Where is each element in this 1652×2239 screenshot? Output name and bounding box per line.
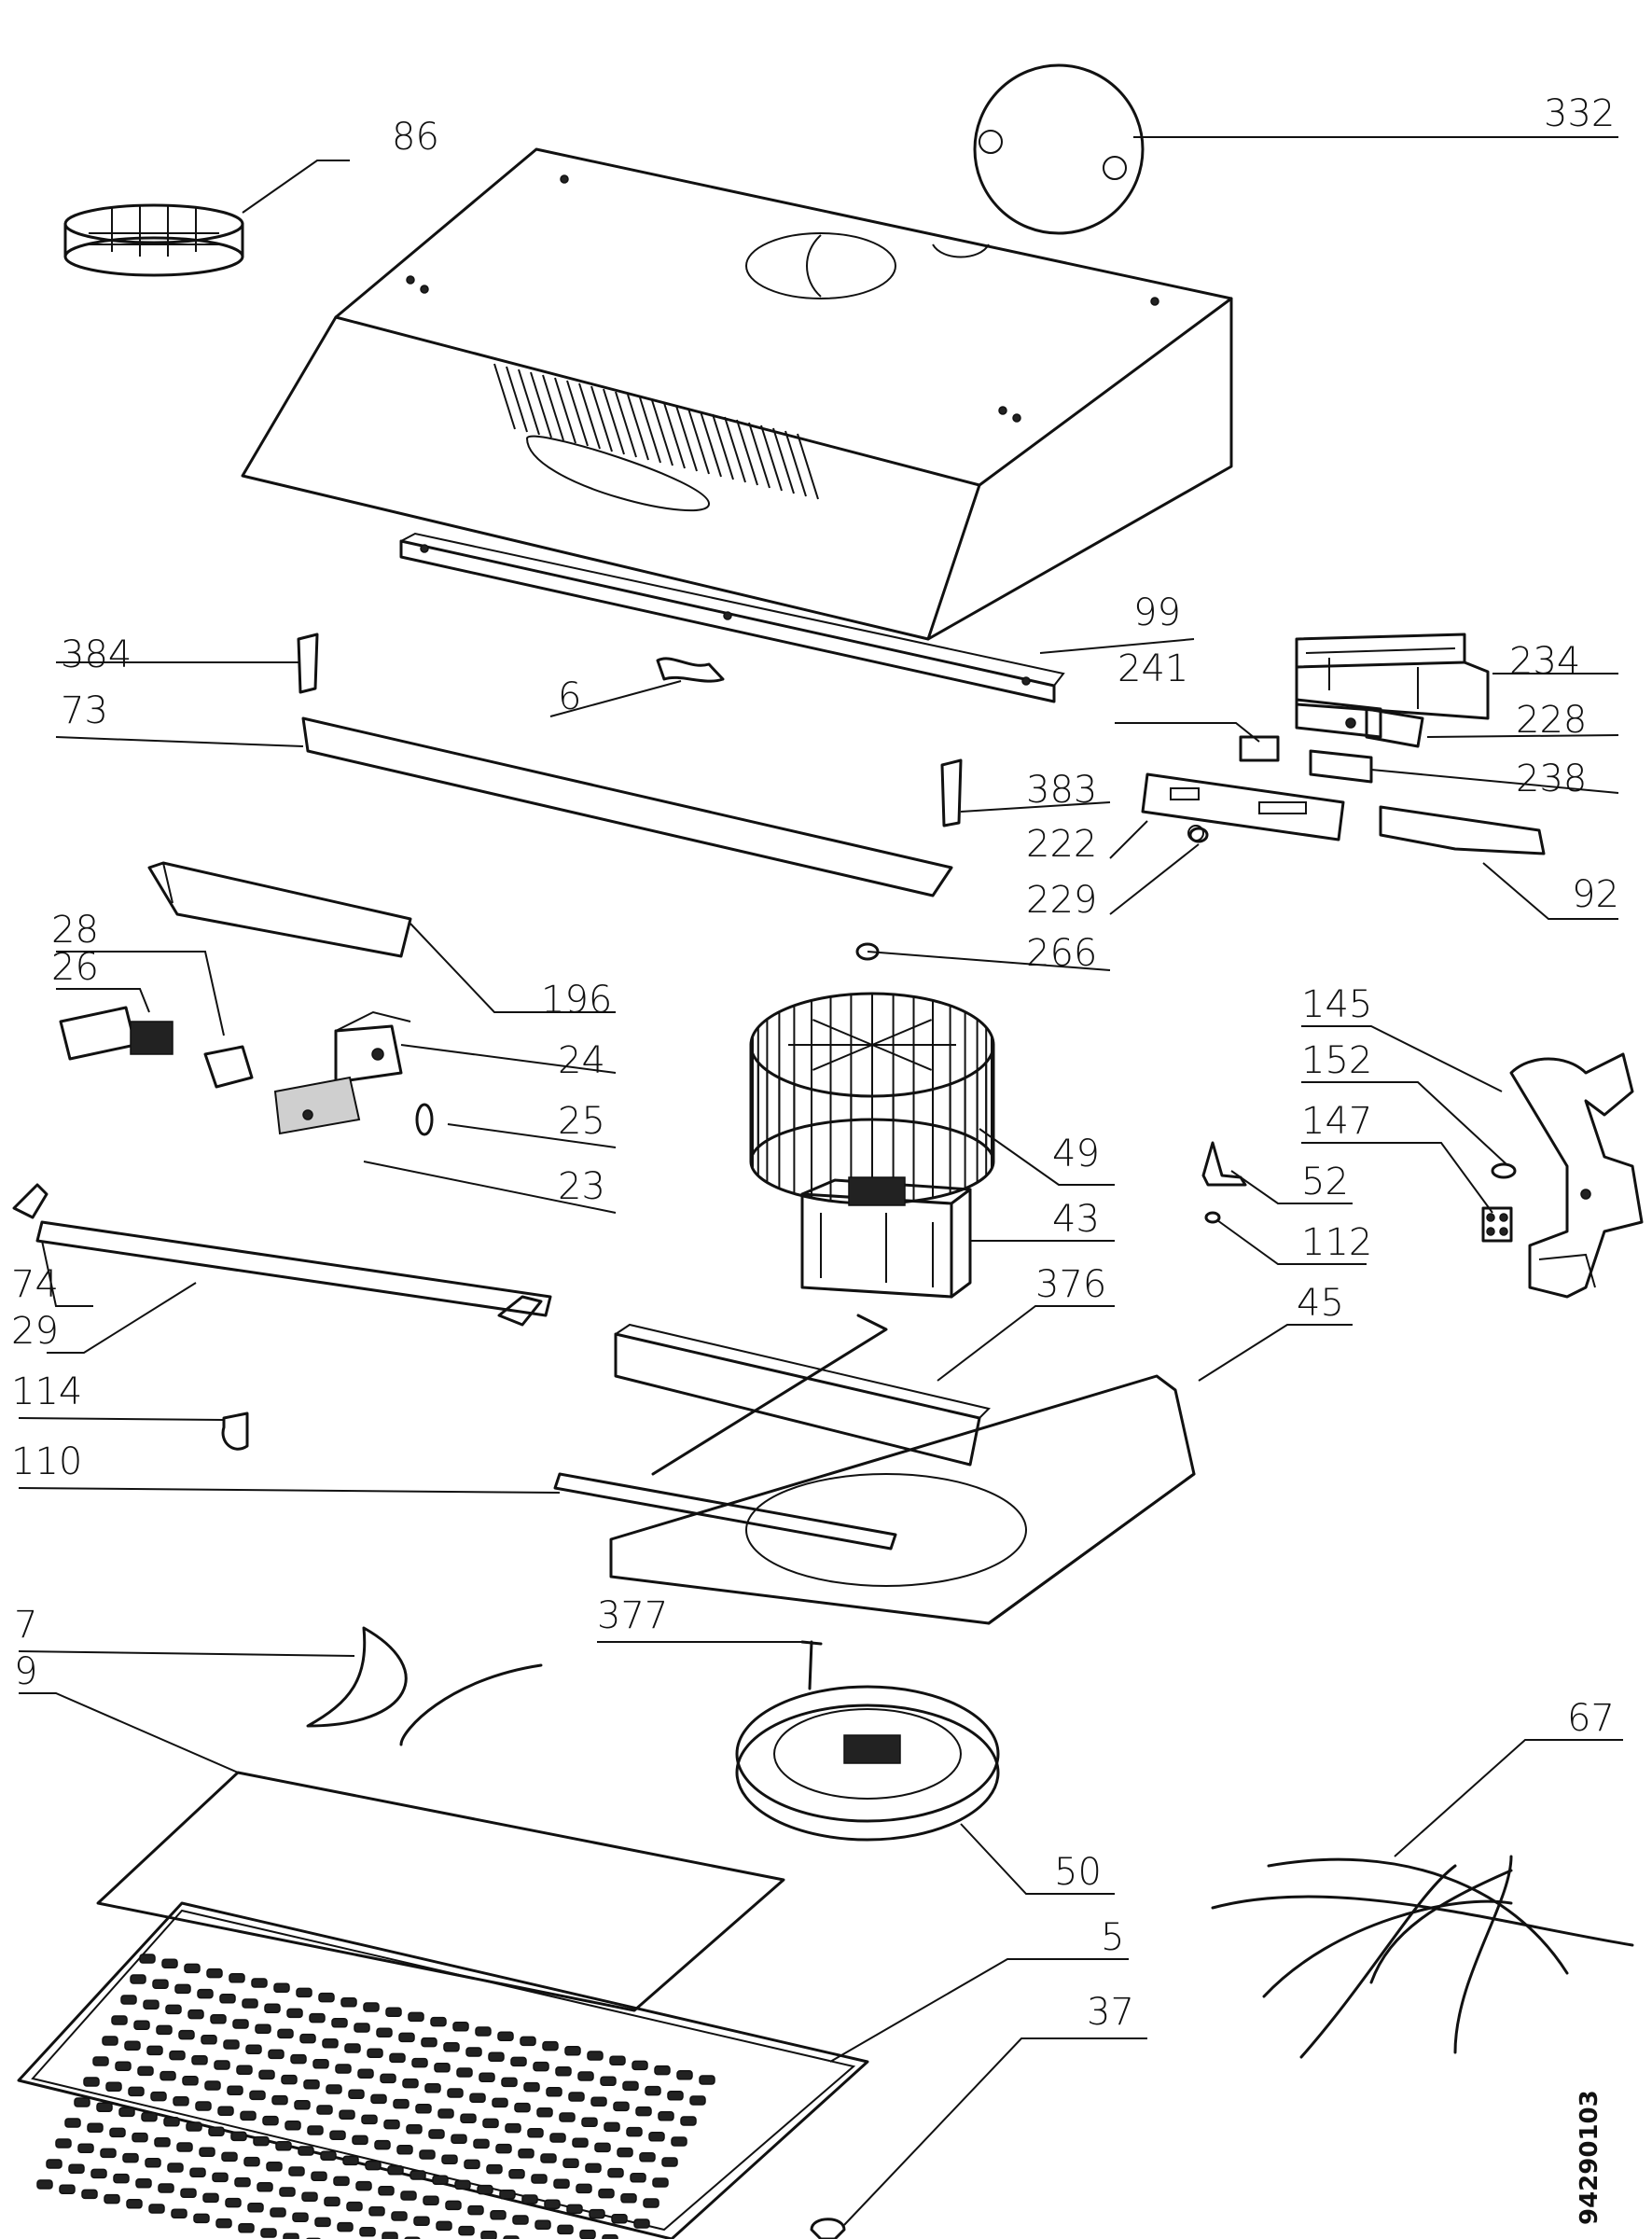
lamp-diffuser-23 [273, 1076, 361, 1135]
label-43: 43 [1052, 1198, 1100, 1241]
foil-7 [306, 1626, 543, 1746]
front-panel [301, 716, 953, 897]
label-52: 52 [1301, 1161, 1349, 1203]
lamp-holder-28 [203, 1045, 254, 1089]
label-5: 5 [1101, 1916, 1124, 1959]
label-86: 86 [392, 116, 439, 159]
hood-canopy [241, 147, 1233, 641]
grease-filter [17, 1901, 869, 2239]
label-241: 241 [1118, 647, 1188, 690]
motor [800, 1176, 972, 1299]
label-238: 238 [1516, 758, 1587, 800]
terminal-block-147 [1481, 1206, 1513, 1243]
leader-lines [18, 136, 1623, 2226]
o-ring-25 [415, 1103, 434, 1136]
washer-112 [1204, 1211, 1221, 1224]
label-24: 24 [558, 1039, 605, 1082]
label-37: 37 [1087, 1991, 1134, 2034]
label-383: 383 [1026, 769, 1097, 812]
lamp-26 [59, 1006, 137, 1061]
spring-clip-6 [656, 657, 725, 683]
filter-support [12, 1183, 552, 1327]
fan-wheel [749, 992, 995, 1205]
lamp-bracket [147, 861, 412, 958]
label-114: 114 [11, 1370, 82, 1413]
clip-383 [940, 758, 963, 827]
control-panel-222 [1141, 772, 1345, 841]
label-7: 7 [14, 1604, 37, 1647]
label-99: 99 [1133, 591, 1181, 634]
label-29: 29 [11, 1310, 59, 1353]
clip-114 [221, 1412, 249, 1451]
spring-52 [1201, 1141, 1247, 1187]
hood-vent-slots [493, 363, 819, 500]
filter-mat-9 [96, 1771, 785, 2012]
label-92: 92 [1572, 873, 1619, 916]
label-332: 332 [1544, 92, 1615, 135]
label-266: 266 [1026, 932, 1097, 975]
label-6: 6 [558, 675, 581, 718]
label-9: 9 [14, 1650, 37, 1693]
hook-left [12, 1183, 49, 1219]
fan-chassis [221, 1314, 1196, 1625]
label-67: 67 [1567, 1697, 1615, 1740]
terminal-box-assembly [1481, 1052, 1644, 1299]
grommet-37 [810, 2218, 846, 2239]
front-rail [399, 532, 1065, 703]
fan-plate-376 [614, 1332, 981, 1467]
wiring-harness [1211, 1855, 1634, 2059]
duct-collar [63, 203, 244, 277]
switch-241 [1239, 735, 1280, 762]
lamp-cover-24 [334, 1024, 403, 1084]
label-145: 145 [1301, 983, 1372, 1026]
label-228: 228 [1516, 699, 1587, 742]
label-222: 222 [1026, 823, 1097, 866]
label-229: 229 [1026, 879, 1097, 922]
switch-238 [1309, 749, 1373, 784]
label-110: 110 [11, 1440, 82, 1483]
round-cover-plate [973, 63, 1145, 235]
control-box-assembly [1141, 633, 1546, 855]
drawing-number: 94290103 [1576, 2090, 1603, 2225]
label-384: 384 [61, 633, 132, 676]
label-152: 152 [1301, 1039, 1372, 1082]
label-45: 45 [1297, 1282, 1344, 1325]
clip-384 [297, 633, 319, 694]
label-376: 376 [1035, 1263, 1106, 1306]
label-234: 234 [1509, 640, 1580, 683]
screw-377 [800, 1640, 823, 1690]
motor-cover [735, 1685, 1000, 1842]
label-74: 74 [11, 1263, 59, 1306]
label-50: 50 [1054, 1851, 1102, 1894]
label-28: 28 [51, 909, 99, 952]
lamp-components [59, 1006, 434, 1136]
bracket-92 [1379, 805, 1546, 855]
label-49: 49 [1052, 1133, 1100, 1175]
label-25: 25 [558, 1100, 605, 1143]
label-147: 147 [1301, 1100, 1372, 1143]
label-196: 196 [541, 979, 612, 1022]
part-labels: 332 86 99 384 6 73 241 234 228 238 383 2… [11, 92, 1619, 2225]
fuse-152 [1491, 1162, 1517, 1179]
label-112: 112 [1301, 1221, 1372, 1264]
label-26: 26 [51, 946, 99, 989]
label-73: 73 [61, 689, 108, 732]
button-229 [1188, 827, 1209, 843]
rod-110 [553, 1472, 897, 1551]
hook-right [497, 1295, 543, 1327]
label-377: 377 [597, 1594, 668, 1637]
label-23: 23 [558, 1165, 605, 1208]
